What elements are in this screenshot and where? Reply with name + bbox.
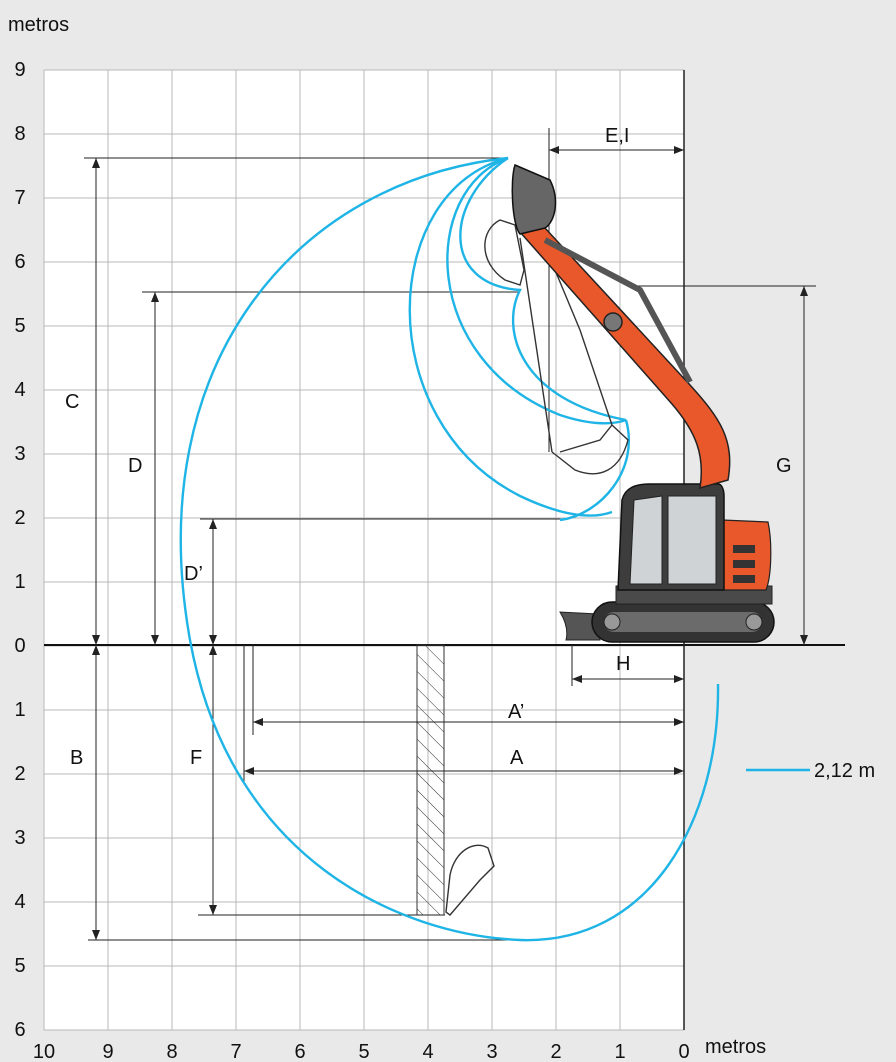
x-tick-label: 4 xyxy=(422,1041,433,1062)
y-tick-label: 6 xyxy=(14,1019,25,1041)
y-tick-label: 7 xyxy=(14,187,25,209)
dim-label-h: H xyxy=(616,653,630,675)
y-tick-label: 4 xyxy=(14,379,25,401)
x-axis-unit: metros xyxy=(705,1036,766,1058)
y-tick-label: 2 xyxy=(14,763,25,785)
boom xyxy=(518,227,731,490)
mid-bucket-outline xyxy=(551,423,629,475)
y-axis-ticks-down: 1 2 3 4 5 6 xyxy=(14,699,25,1041)
dim-label-b: B xyxy=(70,747,83,769)
dimension-arrows xyxy=(92,146,808,940)
y-axis-unit: metros xyxy=(8,14,69,36)
upper-bucket-outline xyxy=(484,219,525,286)
y-tick-label: 2 xyxy=(14,507,25,529)
x-tick-label: 3 xyxy=(486,1041,497,1062)
x-tick-label: 5 xyxy=(358,1041,369,1062)
y-tick-label: 6 xyxy=(14,251,25,273)
raised-bucket xyxy=(511,163,557,235)
dim-label-a-prime: A’ xyxy=(508,701,524,723)
x-tick-label: 1 xyxy=(614,1041,625,1062)
dim-label-f: F xyxy=(190,747,202,769)
x-tick-label: 8 xyxy=(166,1041,177,1062)
inner-reach-curve-2 xyxy=(459,157,627,422)
y-tick-label: 5 xyxy=(14,315,25,337)
y-tick-label: 3 xyxy=(14,443,25,465)
dim-label-d-prime: D’ xyxy=(184,563,203,585)
y-tick-label: 9 xyxy=(14,59,25,81)
dim-label-d: D xyxy=(128,455,142,477)
y-tick-label: 0 xyxy=(14,635,25,657)
dozer-blade xyxy=(559,611,601,641)
trench-wall-hatching xyxy=(416,644,445,916)
dim-label-c: C xyxy=(65,391,79,413)
lower-bucket-outline xyxy=(445,844,495,916)
y-tick-label: 4 xyxy=(14,891,25,913)
y-tick-label: 1 xyxy=(14,699,25,721)
x-tick-label: 6 xyxy=(294,1041,305,1062)
x-tick-label: 10 xyxy=(33,1041,55,1062)
y-tick-label: 8 xyxy=(14,123,25,145)
dim-label-a: A xyxy=(510,747,524,769)
excavator xyxy=(511,163,775,643)
counterweight xyxy=(721,519,772,591)
y-tick-label: 3 xyxy=(14,827,25,849)
x-tick-label: 9 xyxy=(102,1041,113,1062)
dim-label-g: G xyxy=(776,455,792,477)
bucket-tip-curve xyxy=(559,419,631,522)
legend-label: 2,12 m xyxy=(814,760,875,782)
inner-reach-curve-1 xyxy=(446,156,627,425)
mid-reach-curve xyxy=(408,156,613,517)
outer-reach-curve xyxy=(179,156,720,942)
y-tick-label: 5 xyxy=(14,955,25,977)
dim-label-e-i: E,I xyxy=(605,125,629,147)
x-tick-label: 7 xyxy=(230,1041,241,1062)
x-tick-label: 2 xyxy=(550,1041,561,1062)
y-axis-ticks-up: 0 1 2 3 4 5 6 7 8 9 xyxy=(14,59,25,657)
working-range-curves xyxy=(179,156,720,942)
y-tick-label: 1 xyxy=(14,571,25,593)
x-tick-label: 0 xyxy=(678,1041,689,1062)
